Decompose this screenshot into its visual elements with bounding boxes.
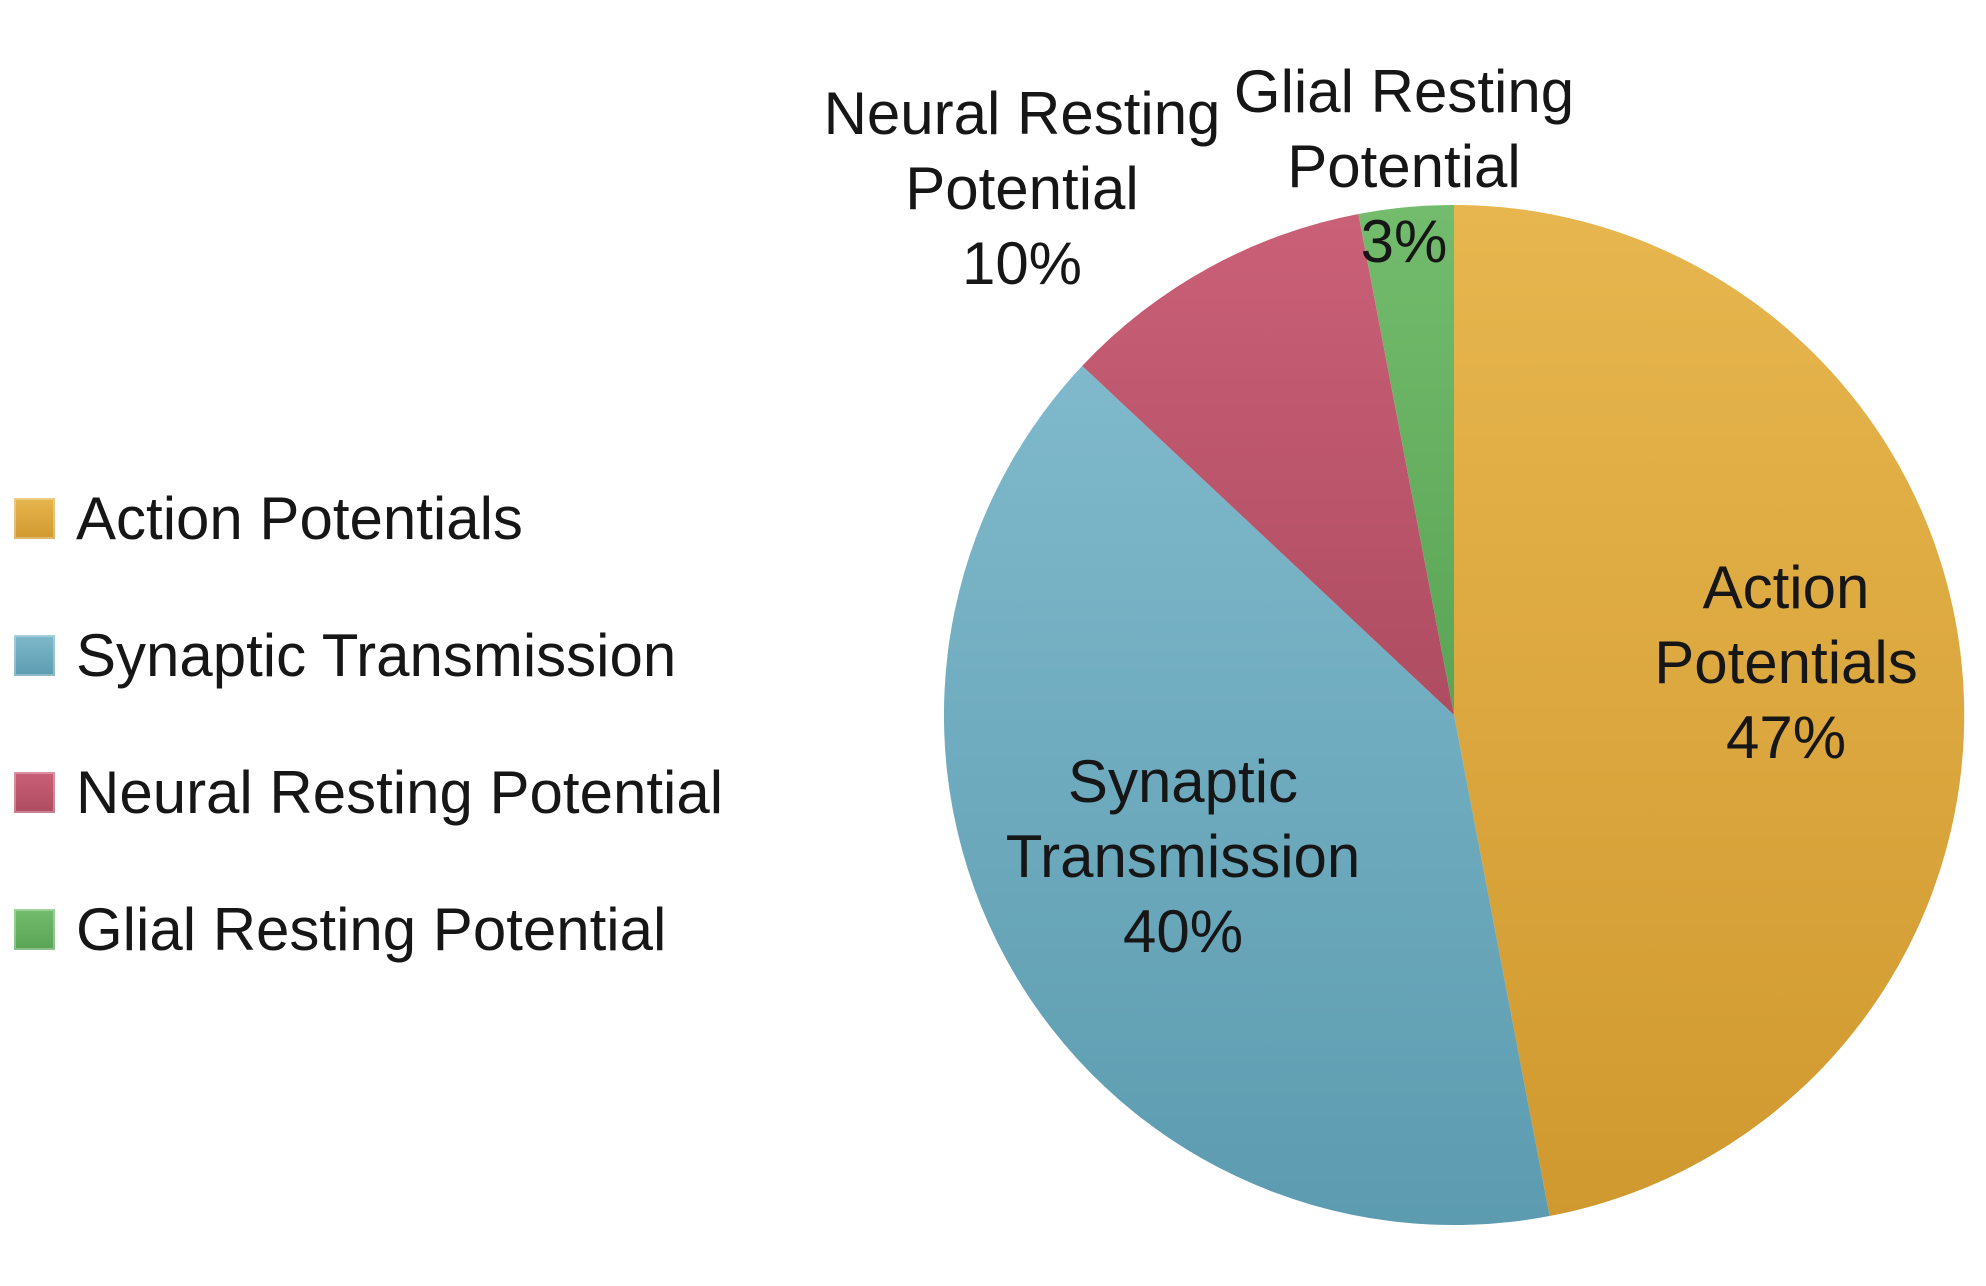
legend-label: Neural Resting Potential (76, 759, 724, 826)
label-line: Synaptic (1067, 748, 1299, 815)
legend-label: Synaptic Transmission (76, 622, 677, 689)
label-line: Neural Resting (823, 80, 1221, 147)
label-neural-resting-potential: Neural Resting Potential 10% (824, 76, 1221, 301)
label-line: Transmission (1005, 823, 1361, 890)
label-line: Action (1702, 554, 1870, 621)
pie-slice-glial-resting-potential (1358, 204, 1454, 716)
legend-label: Action Potentials (76, 485, 523, 552)
label-line: Potential (905, 155, 1139, 222)
legend-swatch-leaf-green (14, 909, 55, 950)
label-synaptic-transmission: Synaptic Transmission 40% (1006, 744, 1361, 969)
pie-slice-neural-resting-potential (1082, 214, 1454, 715)
legend-label: Glial Resting Potential (76, 896, 667, 963)
pie-slice-action-potentials (1454, 204, 1965, 1217)
label-line: Potentials (1654, 629, 1918, 696)
legend-item-neural-resting-potential: Neural Resting Potential (14, 761, 723, 825)
label-line: 47% (1725, 704, 1847, 771)
legend-item-action-potentials: Action Potentials (14, 487, 723, 551)
legend-swatch-teal-blue (14, 635, 55, 676)
legend-swatch-gold (14, 498, 55, 539)
legend-item-synaptic-transmission: Synaptic Transmission (14, 624, 723, 688)
legend-item-glial-resting-potential: Glial Resting Potential (14, 898, 723, 962)
legend: Action Potentials Synaptic Transmission … (14, 487, 723, 962)
label-line: 10% (961, 230, 1083, 297)
label-line: 40% (1122, 898, 1244, 965)
legend-swatch-rose-red (14, 772, 55, 813)
label-action-potentials: Action Potentials 47% (1654, 550, 1918, 775)
label-line: Potential (1287, 133, 1521, 200)
label-line: Glial Resting (1233, 58, 1575, 125)
label-line: 3% (1360, 208, 1448, 275)
label-glial-resting-potential: Glial Resting Potential 3% (1234, 54, 1574, 279)
pie-slice-synaptic-transmission (943, 365, 1550, 1226)
